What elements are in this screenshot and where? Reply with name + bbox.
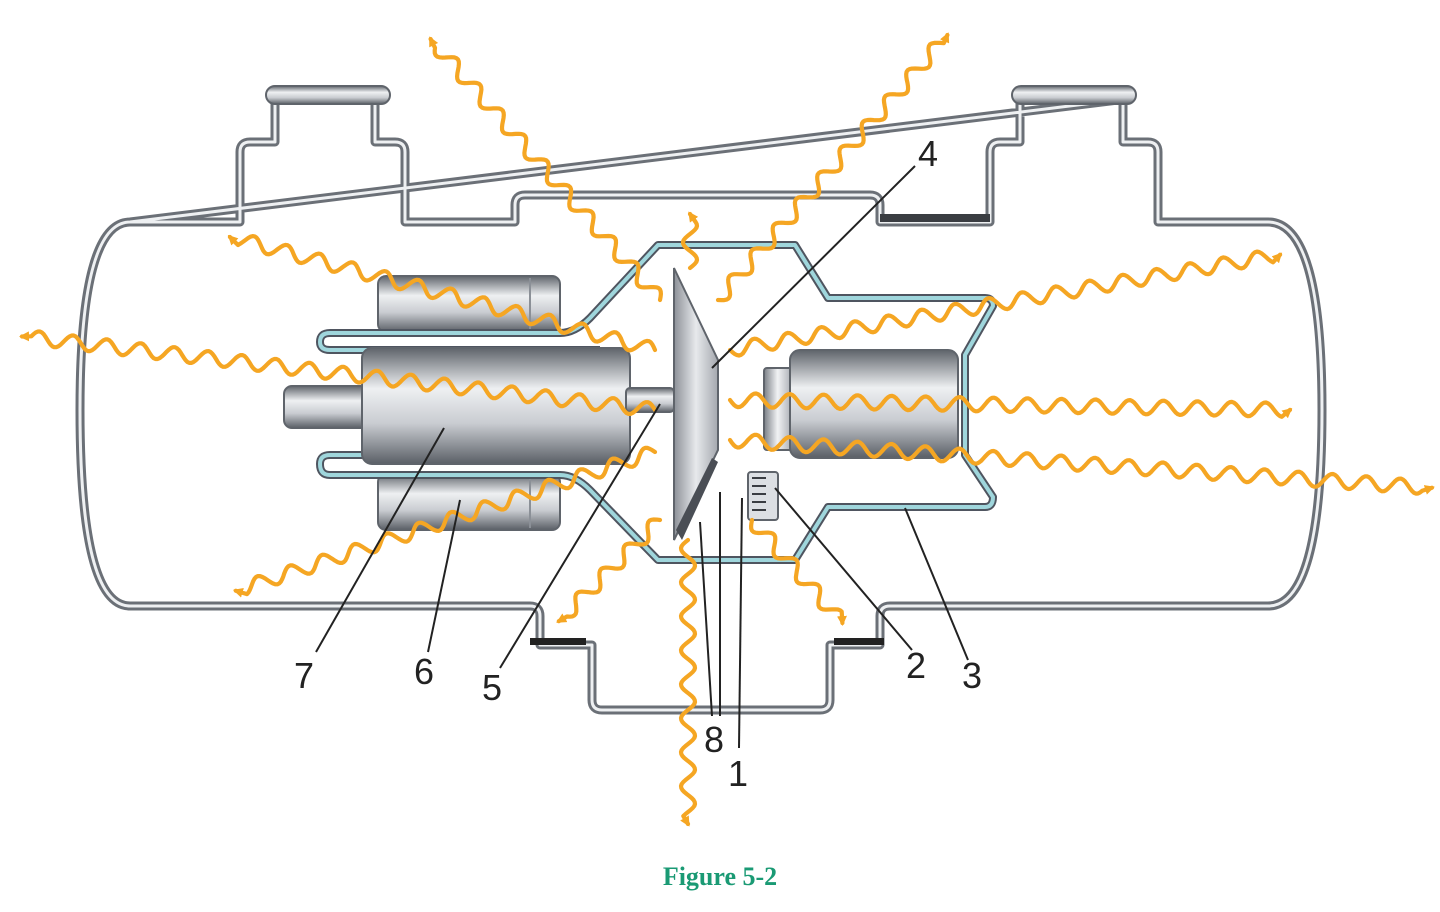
leader-2 <box>774 487 913 651</box>
callout-labels: 1 2 3 4 5 6 7 8 <box>294 133 982 794</box>
housing-gasket-left <box>530 638 586 645</box>
glass-envelope <box>316 241 997 564</box>
callout-1: 1 <box>728 753 748 794</box>
anode-target <box>676 458 718 540</box>
leader-1 <box>738 497 743 749</box>
rotor-shaft <box>283 385 375 429</box>
filament-icon <box>752 477 766 511</box>
housing-gasket-right <box>834 638 884 645</box>
radiation-ray-3 <box>680 211 700 271</box>
leader-7 <box>315 427 445 653</box>
radiation-ray-8 <box>678 537 698 827</box>
callout-6: 6 <box>414 651 434 692</box>
radiation-ray-5 <box>19 329 658 416</box>
leader-8a <box>699 521 713 717</box>
radiation-ray-12 <box>727 432 1435 496</box>
leader-5 <box>499 403 661 669</box>
radiation-ray-10 <box>727 249 1283 358</box>
radiation-ray-4 <box>227 234 658 353</box>
radiation-ray-7 <box>556 517 663 624</box>
cathode-assembly <box>747 349 959 521</box>
radiation-ray-6 <box>232 445 658 598</box>
housing-outline-highlight <box>78 98 1324 712</box>
figure-caption: Figure 5-2 <box>662 862 778 891</box>
callout-4: 4 <box>918 133 938 174</box>
radiation-ray-11 <box>727 391 1293 419</box>
radiation-ray-9 <box>749 517 847 626</box>
callout-7: 7 <box>294 655 314 696</box>
leader-6 <box>427 499 461 653</box>
radiation-rays <box>19 32 1435 827</box>
callout-3: 3 <box>962 655 982 696</box>
callout-2: 2 <box>906 645 926 686</box>
callout-8: 8 <box>704 719 724 760</box>
housing-cap-right <box>1011 85 1137 105</box>
radiation-ray-1 <box>428 36 663 303</box>
filament-cup <box>747 471 779 521</box>
leader-3 <box>904 507 969 661</box>
anode-stem <box>625 387 675 413</box>
envelope-highlight <box>318 243 995 562</box>
radiation-ray-2 <box>715 32 950 303</box>
leader-4 <box>711 165 916 369</box>
leader-lines <box>315 165 969 749</box>
tube-housing <box>75 85 1327 715</box>
anode-assembly <box>283 267 719 541</box>
housing-cap-left <box>265 85 391 105</box>
callout-5: 5 <box>482 667 502 708</box>
housing-gasket-top-right <box>880 214 990 222</box>
